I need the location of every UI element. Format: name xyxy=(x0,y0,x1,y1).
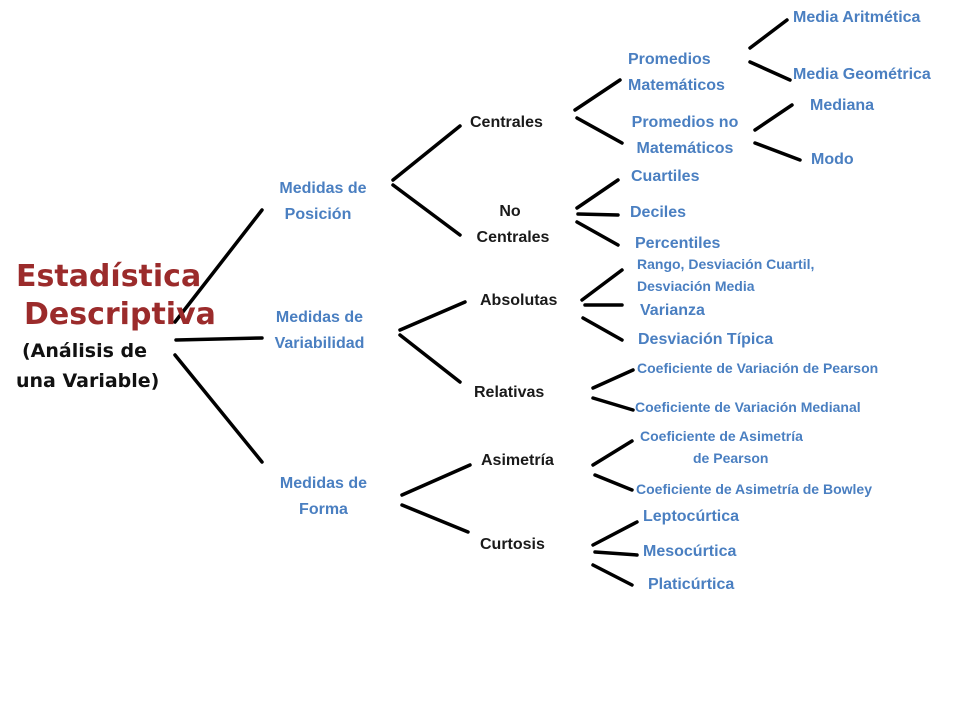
connector-curtosis-meso xyxy=(593,550,639,557)
node-cuartiles: Cuartiles xyxy=(631,168,700,185)
node-desviacion-tipica: Desviación Típica xyxy=(638,331,774,348)
connector-curtosis-lepto xyxy=(591,520,639,547)
connector-forma-curtosis xyxy=(400,503,470,534)
title-line2: Descriptiva xyxy=(24,297,216,332)
node-medidas-forma: Medidas de Forma xyxy=(266,476,381,518)
subtitle-line2: una Variable) xyxy=(16,370,160,392)
connector-promedios-no-mediana xyxy=(753,103,794,132)
node-curtosis: Curtosis xyxy=(480,536,545,553)
node-medidas-variabilidad-line2: Variabilidad xyxy=(274,335,365,352)
connector-nocentrales-percentiles xyxy=(575,220,620,247)
node-ca-pearson-line2: de Pearson xyxy=(693,450,769,466)
node-no-centrales-line2: Centrales xyxy=(476,229,550,246)
node-promedios-no-matematicos-line1: Promedios no xyxy=(631,114,739,131)
connector-posicion-nocentrales xyxy=(391,183,462,237)
node-medidas-variabilidad-line1: Medidas de xyxy=(275,309,364,326)
node-promedios-no-matematicos-line2: Matemáticos xyxy=(636,140,734,157)
node-centrales: Centrales xyxy=(470,114,543,131)
node-platicurtica: Platicúrtica xyxy=(648,576,735,593)
connector-promedios-no-modo xyxy=(753,141,802,162)
connector-nocentrales-cuartiles xyxy=(575,178,620,210)
node-varianza: Varianza xyxy=(640,302,705,319)
connector-absolutas-desviacion xyxy=(581,316,624,342)
node-rango-line1: Rango, Desviación Cuartil, xyxy=(637,256,815,272)
node-no-centrales: No Centrales xyxy=(468,204,558,246)
connector-asimetria-ca-bowley xyxy=(593,473,634,492)
connector-root-posicion xyxy=(173,208,264,324)
connector-curtosis-plati xyxy=(591,563,634,587)
node-absolutas: Absolutas xyxy=(480,292,558,309)
node-mediana: Mediana xyxy=(810,97,875,114)
connector-promedios-media-aritmetica xyxy=(748,18,789,50)
node-medidas-variabilidad: Medidas de Variabilidad xyxy=(262,310,377,352)
node-percentiles: Percentiles xyxy=(635,235,721,252)
node-asimetria: Asimetría xyxy=(481,452,554,469)
node-leptocurtica: Leptocúrtica xyxy=(643,508,740,525)
node-modo: Modo xyxy=(811,151,854,168)
node-rango: Rango, Desviación Cuartil, Desviación Me… xyxy=(637,257,814,293)
node-media-aritmetica: Media Aritmética xyxy=(793,9,921,26)
node-no-centrales-line1: No xyxy=(499,203,521,220)
node-medidas-posicion-line1: Medidas de xyxy=(279,180,367,197)
node-promedios-matematicos-line2: Matemáticos xyxy=(628,77,725,94)
node-medidas-posicion-line2: Posición xyxy=(284,206,352,223)
connector-promedios-media-geometrica xyxy=(748,60,792,82)
connector-asimetria-ca-pearson xyxy=(591,439,634,467)
node-relativas: Relativas xyxy=(474,384,545,401)
node-medidas-forma-line1: Medidas de xyxy=(279,475,368,492)
node-ca-pearson-line1: Coeficiente de Asimetría xyxy=(640,428,803,444)
connector-relativas-cv-medianal xyxy=(591,396,635,412)
connector-centrales-promedios-no xyxy=(575,116,624,145)
node-medidas-forma-line2: Forma xyxy=(299,501,348,518)
node-cv-pearson: Coeficiente de Variación de Pearson xyxy=(637,360,879,376)
node-mesocurtica: Mesocúrtica xyxy=(643,543,737,560)
connector-variabilidad-absolutas xyxy=(398,300,467,332)
connector-variabilidad-relativas xyxy=(398,333,462,384)
subtitle-line1: (Análisis de xyxy=(22,340,147,362)
node-media-geometrica: Media Geométrica xyxy=(793,66,931,83)
connector-nocentrales-deciles xyxy=(576,212,620,217)
node-medidas-posicion: Medidas de Posición xyxy=(268,181,378,223)
node-cv-medianal: Coeficiente de Variación Medianal xyxy=(635,399,861,415)
connector-forma-asimetria xyxy=(400,463,472,497)
connector-absolutas-rango xyxy=(580,268,624,302)
node-promedios-no-matematicos: Promedios no Matemáticos xyxy=(620,115,750,157)
connector-relativas-cv-pearson xyxy=(591,368,635,390)
connector-root-forma xyxy=(173,353,264,464)
node-ca-pearson: Coeficiente de Asimetría de Pearson xyxy=(640,429,803,465)
node-ca-bowley: Coeficiente de Asimetría de Bowley xyxy=(636,481,872,497)
title-line1: Estadística xyxy=(16,259,202,294)
node-rango-line2: Desviación Media xyxy=(637,278,755,294)
connector-root-variabilidad xyxy=(174,336,264,342)
node-promedios-matematicos-line1: Promedios xyxy=(628,51,711,68)
connector-centrales-promedios xyxy=(573,78,622,112)
connector-posicion-centrales xyxy=(391,124,462,182)
node-deciles: Deciles xyxy=(630,204,687,221)
node-promedios-matematicos: Promedios Matemáticos xyxy=(628,52,725,94)
